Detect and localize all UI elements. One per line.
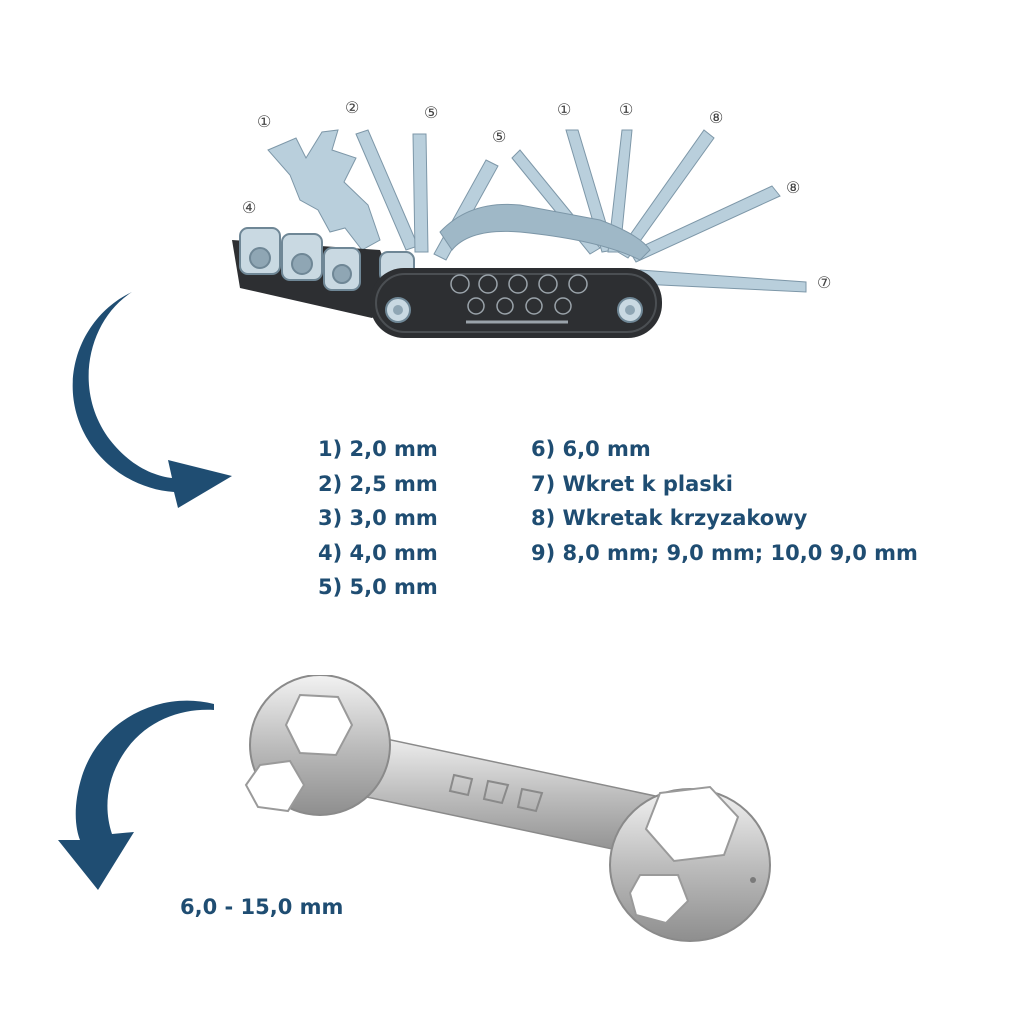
arrow-top-body [72,292,232,508]
callout-4: ⑤ [492,127,507,146]
callout-10: ⑦ [817,273,832,292]
spanner-plate [267,129,381,251]
callout-5: ① [557,100,572,119]
callout-7: ⑧ [709,108,724,127]
multitool-illustration [232,129,807,338]
handle-bolts [385,297,643,323]
hex-key-5a [412,133,429,253]
curved-arrow-bottom [58,700,214,890]
arrow-bottom-body [58,700,214,890]
callout-2: ② [345,98,360,117]
sockets [239,227,415,291]
spec-item-3: 3) 3,0 mm [318,506,438,530]
spec-item-5: 5) 5,0 mm [318,575,438,599]
spec-item-2: 2) 2,5 mm [318,471,438,496]
spec-item-8: 8) Wkretak krzyzakowy [531,506,808,530]
spec-item-4: 4) 4,0 mm [318,540,438,565]
spec-item-6: 6) 6,0 mm [531,437,651,461]
spec-item-1: 1) 2,0 mm [318,437,438,461]
callout-8: ⑧ [786,178,801,197]
spec-item-9: 9) 8,0 mm; 9,0 mm; 10,0 9,0 mm [531,540,918,565]
callout-6: ① [619,100,634,119]
hex-key-8a [617,129,715,259]
wrench-head-left [244,675,391,816]
tool-handle [370,268,662,338]
wrench-engraving [448,773,544,813]
curved-arrow-top [72,292,232,508]
wrench-head-right [609,785,771,942]
hex-key-7 [639,269,807,293]
callout-9: ④ [242,198,257,217]
specs-left-column: 1) 2,0 mm 2) 2,5 mm 3) 3,0 mm 4) 4,0 mm … [318,432,438,605]
specs-right-column: 6) 6,0 mm 7) Wkret k plaski 8) Wkretak k… [531,432,918,570]
hex-key-8b [629,185,781,263]
bone-wrench-illustration [244,675,771,942]
callout-3: ⑤ [424,103,439,122]
bone-wrench-range: 6,0 - 15,0 mm [180,895,344,919]
callout-1: ① [257,112,272,131]
spec-item-7: 7) Wkret k plaski [531,471,733,496]
tool-frame-loop [439,203,651,261]
handle-legend-icons [450,274,588,324]
